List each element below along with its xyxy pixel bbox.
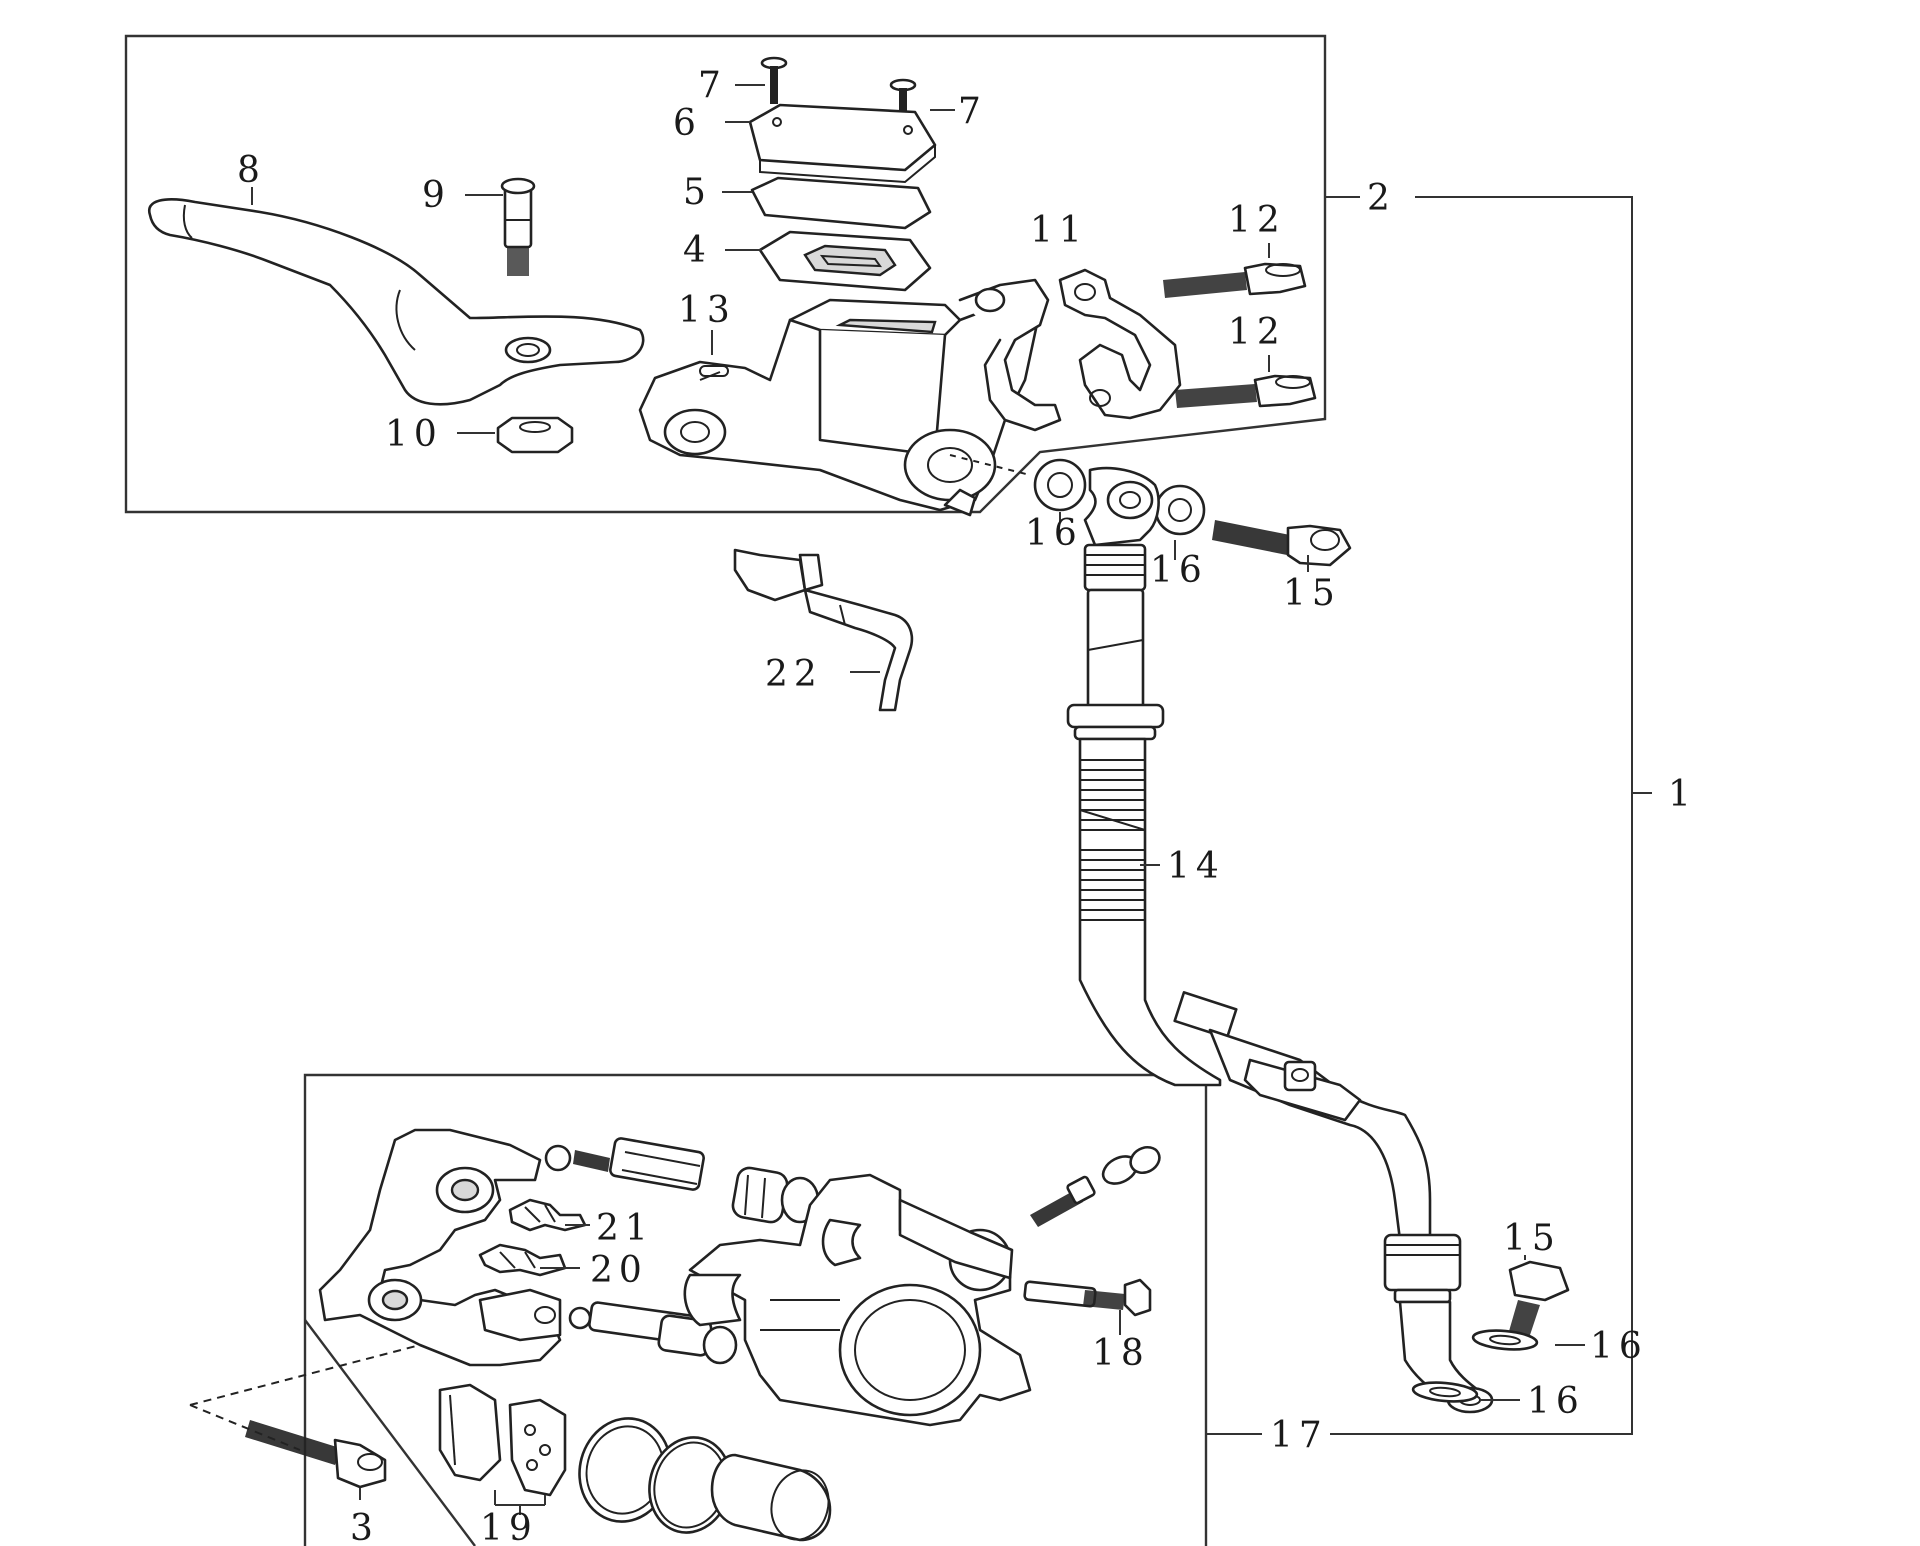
callout-12-upper: 12 [1228,200,1286,241]
callout-6: 6 [673,103,702,144]
bleeder-screw [1030,1145,1161,1227]
lever-nut [496,416,574,454]
clamp-bolt-lower [1175,374,1317,408]
callout-11: 11 [1030,210,1088,251]
assembly-bracket [1330,196,1633,1435]
lower-washer-upper [1471,1329,1539,1351]
lower-washer-lower [1411,1381,1479,1403]
callout-1: 1 [1668,774,1697,815]
pivot-bolt [500,177,536,276]
cover-screw-left [760,56,788,104]
callout-4: 4 [683,230,712,271]
caliper-mount-bolt [1023,1278,1152,1317]
rubber-diaphragm [758,230,932,292]
callout-17: 17 [1270,1415,1328,1456]
callout-16-upper-left: 16 [1025,513,1083,554]
diaphragm-plate [750,176,932,230]
handlebar-clamp [1058,268,1182,420]
upper-washer-right [1154,484,1206,536]
upper-washer-left [1033,458,1087,512]
callout-16-lower-upper: 16 [1590,1326,1648,1367]
axle-bolt [245,1420,387,1489]
upper-banjo-bolt [1212,520,1352,567]
callout-16-lower-lower: 16 [1527,1381,1585,1422]
clamp-bolt-upper [1163,262,1307,298]
caliper-bracket [318,1128,562,1367]
callout-8: 8 [237,150,266,191]
callout-21: 21 [596,1208,654,1249]
handlebar-clamp-mount [958,278,1062,432]
callout-5: 5 [683,172,712,213]
leader-lines [251,84,1585,1515]
caliper-body [683,1173,1032,1427]
callout-3: 3 [350,1508,379,1546]
caliper-piston [710,1453,832,1542]
callout-15-lower: 15 [1503,1218,1561,1259]
callout-12-lower: 12 [1228,312,1286,353]
lower-slide-pin [568,1301,738,1365]
callout-13: 13 [678,290,736,331]
callout-9: 9 [422,175,451,216]
callout-22: 22 [765,654,823,695]
brake-pad-front [438,1383,502,1482]
upper-slide-pin [544,1137,820,1224]
callout-2: 2 [1367,178,1396,219]
banjo-axis-line [949,454,1031,476]
callout-14: 14 [1167,846,1225,887]
brake-light-switch [733,548,914,712]
callout-16-upper-right: 16 [1150,550,1208,591]
reservoir-cover [748,103,937,184]
caliper-group-frame-diagonal [304,1319,476,1546]
brake-pad-rear [508,1398,567,1497]
callout-7-right: 7 [958,91,987,132]
master-cylinder-body [638,298,1042,517]
callout-20: 20 [590,1250,648,1291]
caliper-group-frame [303,1073,1208,1546]
callout-19: 19 [480,1508,538,1546]
callout-15-upper: 15 [1283,573,1341,614]
master-cylinder-group-frame [124,34,1327,514]
callout-18: 18 [1092,1333,1150,1374]
retainer-clip [478,1243,567,1277]
cover-screw-right [889,78,917,126]
callout-7-left: 7 [698,65,727,106]
brake-hose [1066,466,1494,1414]
callout-10: 10 [385,414,443,455]
brake-lever [147,198,645,406]
